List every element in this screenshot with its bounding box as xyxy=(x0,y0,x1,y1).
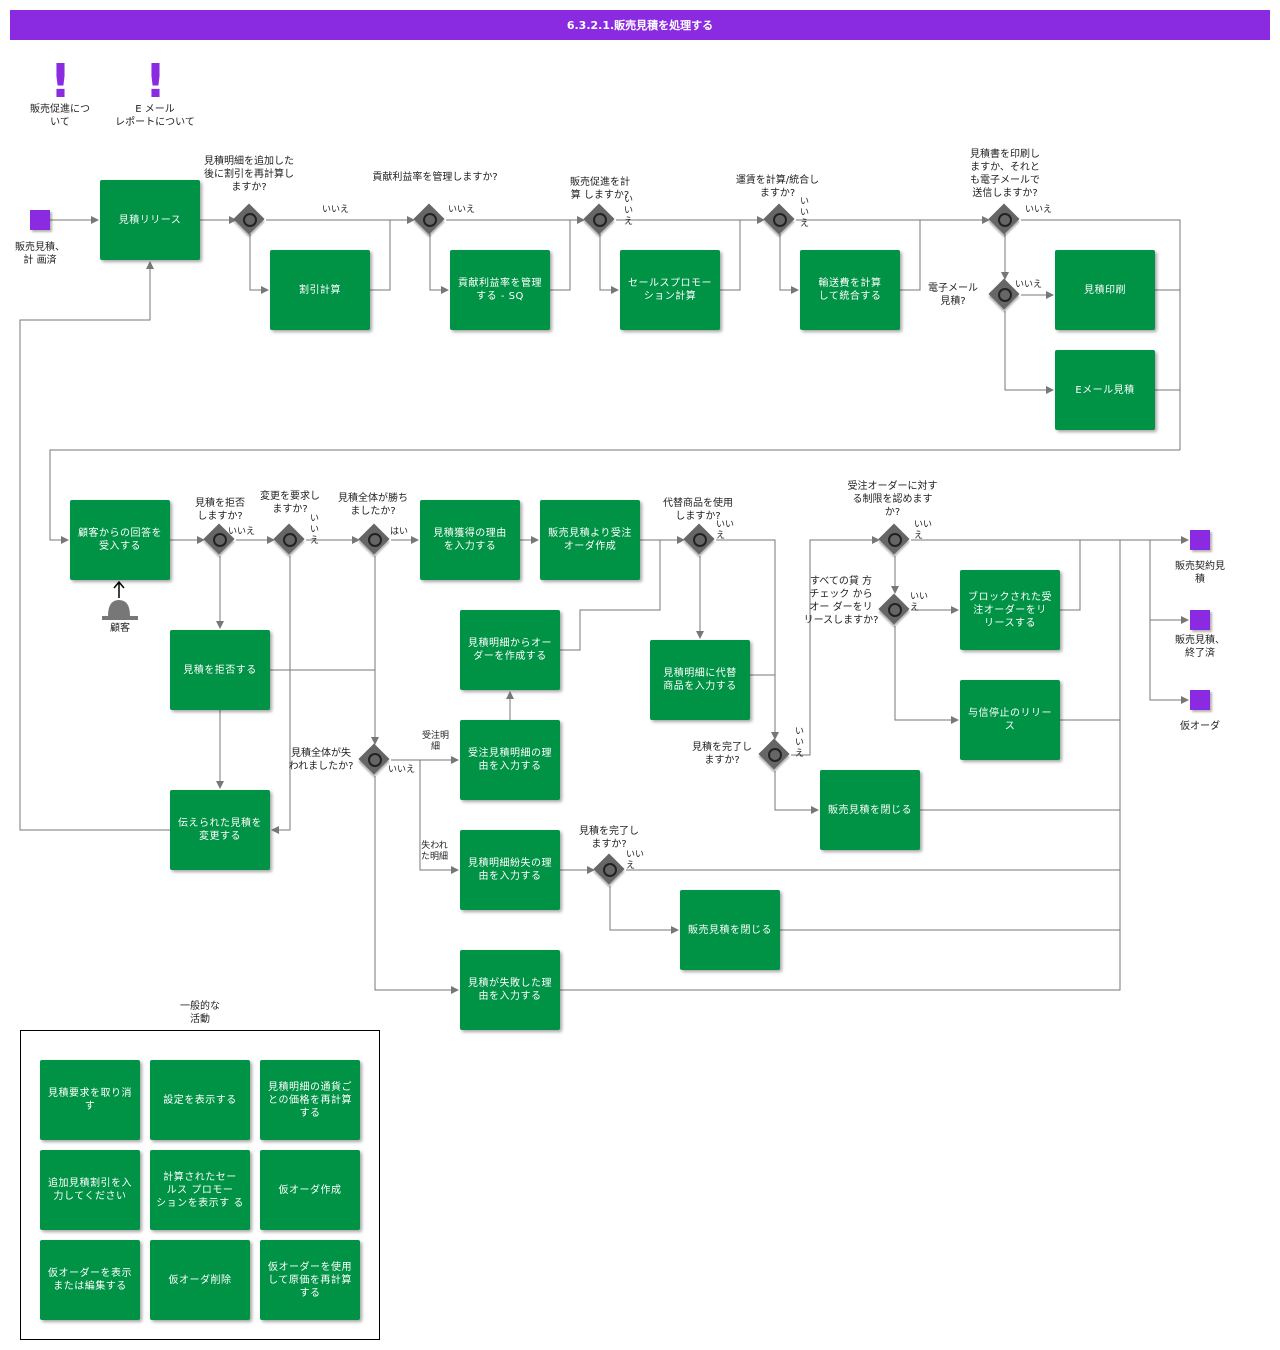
gateway-question: 見積を完了し ますか? xyxy=(579,826,639,850)
general-activity-item[interactable]: 計算されたセー ルス プロモー ションを表示す る xyxy=(150,1150,250,1230)
end-event-contract[interactable] xyxy=(1190,530,1210,550)
task-reject-quote[interactable]: 見積を拒否する xyxy=(170,630,270,710)
gateway-question: 見積を完了し ますか? xyxy=(692,742,752,766)
gateway-email[interactable] xyxy=(988,278,1021,311)
general-activity-item[interactable]: 見積明細の通貨ご との価格を再計算 する xyxy=(260,1060,360,1140)
task-reason-lost[interactable]: 見積が失敗した理 由を入力する xyxy=(460,950,560,1030)
flow-label-no: い い え xyxy=(795,727,805,759)
exclamation-icon: ! xyxy=(145,54,166,108)
flow-label-no: い い え xyxy=(310,514,320,546)
flow-label-accepted-lines: 受注明 細 xyxy=(422,731,450,752)
task-close-quote[interactable]: 販売見積を閉じる xyxy=(680,890,780,970)
gateway-question: 見積全体が勝ち ましたか? xyxy=(338,493,408,517)
flow-label-no: いい え xyxy=(914,520,933,541)
task-receive-reply[interactable]: 顧客からの回答を 受入する xyxy=(70,500,170,580)
page-title: 6.3.2.1.販売見積を処理する xyxy=(10,10,1270,40)
gateway-question: 販売促進を計 算 しますか? xyxy=(570,177,630,201)
gateway-question: 運賃を計算/統合し ますか? xyxy=(735,175,820,199)
flow-label-no: いいえ xyxy=(322,205,350,215)
flow-label-no: いいえ xyxy=(448,205,476,215)
flow-label-no: いい え xyxy=(716,520,735,541)
task-reason-won[interactable]: 見積獲得の理由 を入力する xyxy=(420,500,520,580)
task-close-quote[interactable]: 販売見積を閉じる xyxy=(820,770,920,850)
gateway-question: 受注オーダーに対す る制限を認めます か? xyxy=(847,481,938,518)
task-reason-line-lost[interactable]: 見積明細紛失の理 由を入力する xyxy=(460,830,560,910)
end-event-label: 仮オーダ xyxy=(1180,721,1220,732)
task-modify-quote[interactable]: 伝えられた見積を 変更する xyxy=(170,790,270,870)
flow-label-yes: はい xyxy=(390,527,409,537)
gateway-change[interactable] xyxy=(273,523,306,556)
task-discount-calc[interactable]: 割引計算 xyxy=(270,250,370,330)
flow-label-no: いいえ xyxy=(388,765,416,775)
gateway-complete[interactable] xyxy=(593,853,626,886)
flow-label-no: いいえ xyxy=(1025,205,1053,215)
task-quote-email[interactable]: Eメール見積 xyxy=(1055,350,1155,430)
task-margin-manage[interactable]: 貢献利益率を管理 する - SQ xyxy=(450,250,550,330)
gateway-print-email[interactable] xyxy=(988,203,1021,236)
gateway-question: 見積を拒否 しますか? xyxy=(195,498,245,522)
gateway-substitute[interactable] xyxy=(683,523,716,556)
flow-label-lost-lines: 失われ た明細 xyxy=(421,841,449,862)
gateway-complete[interactable] xyxy=(758,738,791,771)
gateway-question: 見積全体が失 われましたか? xyxy=(288,748,354,772)
task-quote-release[interactable]: 見積リリース xyxy=(100,180,200,260)
general-activity-item[interactable]: 仮オーダ作成 xyxy=(260,1150,360,1230)
general-activity-item[interactable]: 仮オーダ削除 xyxy=(150,1240,250,1320)
general-activities-panel xyxy=(20,1030,380,1340)
gateway-discount[interactable] xyxy=(233,203,266,236)
task-reason-line-accepted[interactable]: 受注見積明細の理 由を入力する xyxy=(460,720,560,800)
gateway-reject[interactable] xyxy=(203,523,236,556)
task-substitute[interactable]: 見積明細に代替 商品を入力する xyxy=(650,640,750,720)
task-create-order[interactable]: 販売見積より受注 オーダ作成 xyxy=(540,500,640,580)
end-event-provisional[interactable] xyxy=(1190,690,1210,710)
end-event-finished[interactable] xyxy=(1190,610,1210,630)
note-label: E メール レポートについて xyxy=(115,104,195,128)
customer-bell-icon xyxy=(102,580,138,620)
gateway-question: 代替商品を使用 しますか? xyxy=(663,498,733,522)
end-event-label: 販売見積、 終了済 xyxy=(1175,635,1225,659)
general-activities-title: 一般的な 活動 xyxy=(180,1001,220,1025)
general-activity-item[interactable]: 設定を表示する xyxy=(150,1060,250,1140)
gateway-question: 見積書を印刷し ますか、それと も電子メールで 送信しますか? xyxy=(970,149,1040,199)
task-release-credit[interactable]: 与信停止のリリー ス xyxy=(960,680,1060,760)
flow-label-no: いい え xyxy=(626,850,645,871)
gateway-credit[interactable] xyxy=(878,593,911,626)
actor-label: 顧客 xyxy=(110,623,130,634)
general-activity-item[interactable]: 仮オーダーを使用 して原価を再計算 する xyxy=(260,1240,360,1320)
gateway-question: 見積明細を追加した 後に割引を再計算し ますか? xyxy=(204,156,294,193)
end-event-label: 販売契約見 積 xyxy=(1175,561,1225,585)
flow-label-no: い い え xyxy=(624,195,634,227)
general-activity-item[interactable]: 仮オーダーを表示 または編集する xyxy=(40,1240,140,1320)
exclamation-icon: ! xyxy=(50,54,71,108)
note-label: 販売促進につ いて xyxy=(30,104,90,128)
flow-label-no: いい え xyxy=(910,592,929,613)
start-event-label: 販売見積、 計 画済 xyxy=(15,242,65,266)
task-freight-calc[interactable]: 輸送費を計算 して統合する xyxy=(800,250,900,330)
gateway-lost[interactable] xyxy=(358,743,391,776)
flow-label-no: い い え xyxy=(800,197,810,229)
gateway-question: 変更を要求し ますか? xyxy=(260,491,320,515)
task-quote-print[interactable]: 見積印刷 xyxy=(1055,250,1155,330)
task-release-blocked[interactable]: ブロックされた受 注オーダーをリ リースする xyxy=(960,570,1060,650)
gateway-question: 貢献利益率を管理しますか? xyxy=(372,172,498,183)
gateway-margin[interactable] xyxy=(413,203,446,236)
gateway-freight[interactable] xyxy=(763,203,796,236)
gateway-promo[interactable] xyxy=(583,203,616,236)
flow-label-no: いいえ xyxy=(1015,280,1043,290)
gateway-limit[interactable] xyxy=(878,523,911,556)
gateway-question: 電子メール 見積? xyxy=(928,283,978,307)
flow-label-no: いいえ xyxy=(228,527,256,537)
gateway-won[interactable] xyxy=(358,523,391,556)
start-event[interactable] xyxy=(30,210,50,230)
task-promo-calc[interactable]: セールスプロモー ション計算 xyxy=(620,250,720,330)
general-activity-item[interactable]: 追加見積割引を入 力してください xyxy=(40,1150,140,1230)
task-order-from-lines[interactable]: 見積明細からオー ダーを作成する xyxy=(460,610,560,690)
gateway-question: すべての貸 方 チェック から オー ダーをリ リースしますか? xyxy=(803,576,879,626)
general-activity-item[interactable]: 見積要求を取り消す xyxy=(40,1060,140,1140)
